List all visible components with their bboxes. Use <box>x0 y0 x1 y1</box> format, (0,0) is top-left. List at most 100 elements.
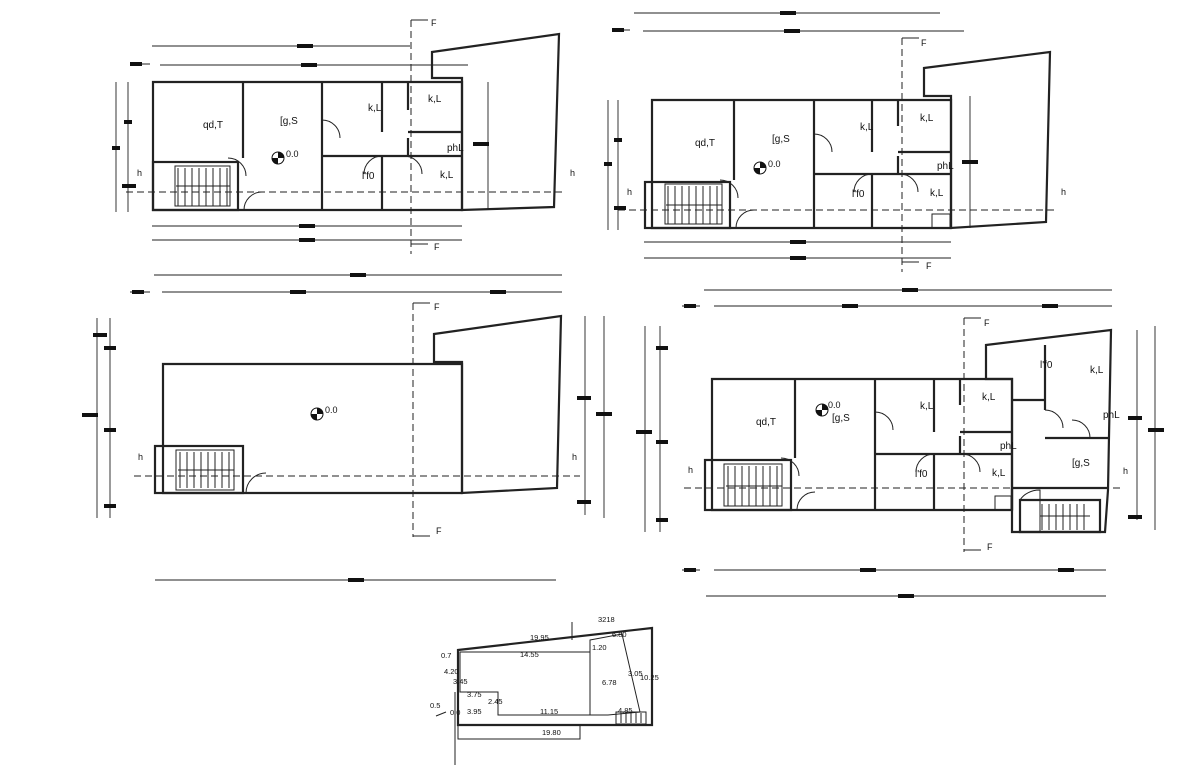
plan-4-room-label: qd,T <box>756 417 776 428</box>
plan-2-stair <box>643 180 732 230</box>
plan-2-interior-walls <box>732 100 951 228</box>
plan-3-level-marker: h <box>138 452 143 462</box>
plan-4-room-label: k,L <box>920 401 934 412</box>
site-plan-measure: 4.85 <box>618 706 633 715</box>
site-plan-measure: 6.78 <box>602 678 617 687</box>
plan-2-level-marker: h <box>1061 187 1066 197</box>
plan-2-level-marker: h <box>627 187 632 197</box>
plan-4-stair <box>703 458 793 512</box>
plan-2-section-marker: F <box>921 38 927 48</box>
plan-4-room-label: k,L <box>1090 365 1104 376</box>
plan-1: qd,T [g,S k,L k,L phL l'f0 k,L 0.0 F F h… <box>112 18 575 254</box>
plan-1-room-label: qd,T <box>203 120 223 131</box>
plan-3-stair <box>153 444 245 495</box>
plan-2-doors <box>719 133 919 229</box>
plan-1-yard-hatch <box>430 32 561 212</box>
plan-1-room-label: k,L <box>428 94 442 105</box>
site-plan-measure: 3.05 <box>628 669 643 678</box>
plan-1-room-label: l'f0 <box>362 171 375 182</box>
plan-4-level-mark-icon <box>815 403 829 417</box>
plan-4-room-label: l'f0 <box>1040 360 1053 371</box>
plan-2: qd,T [g,S k,L k,L phL l'f0 k,L 0.0 F F h… <box>604 11 1066 272</box>
plan-4-house-hatch <box>710 377 1014 512</box>
site-plan-outline <box>456 626 654 727</box>
site-plan-main-hatch <box>459 651 591 716</box>
site-plan-measure: 0.0 <box>450 708 460 717</box>
plan-4-room-label: [g,S <box>1072 458 1090 469</box>
site-plan-measure: 3.95 <box>467 707 482 716</box>
plan-2-room-label: qd,T <box>695 138 715 149</box>
plan-1-section-marker: F <box>434 242 440 252</box>
plan-2-room-label: l'f0 <box>852 189 865 200</box>
plan-4: qd,T [g,S k,L k,L phL l'f0 k,L l'f0 k,L … <box>636 288 1164 598</box>
plan-4-dimension-lines <box>644 289 1156 597</box>
site-plan-measure: 3.75 <box>467 690 482 699</box>
site-plan-measure: 11.15 <box>540 707 558 716</box>
plan-4-room-label: phL <box>1103 410 1120 421</box>
plan-2-room-label: [g,S <box>772 134 790 145</box>
site-plan-measure: 19.95 <box>530 633 549 642</box>
plan-4-room-label: k,L <box>982 392 996 403</box>
plan-1-room-label: [g,S <box>280 116 298 127</box>
site-plan-measure: 3218 <box>598 615 615 624</box>
plan-2-level-mark-icon <box>753 161 767 175</box>
site-plan-measure: 0.5 <box>430 701 440 710</box>
plan-4-interior-walls <box>793 345 1108 510</box>
plan-1-interior-walls <box>241 82 462 210</box>
plan-4-doors <box>780 409 1091 511</box>
plan-4-room-label: phL <box>1000 441 1017 452</box>
site-plan-lower-strip <box>457 724 581 740</box>
plan-1-stair-inner <box>174 165 231 207</box>
plan-1-room-label: k,L <box>368 103 382 114</box>
site-plan-stair <box>615 711 647 725</box>
plan-4-corner-block <box>994 495 1012 511</box>
plan-2-house-hatch <box>650 98 953 230</box>
plan-1-stair <box>151 160 240 212</box>
plan-3-yard-hatch <box>432 314 563 495</box>
plan-1-level-mark-icon <box>271 151 285 165</box>
site-plan-measure: 0.7 <box>441 651 451 660</box>
plan-2-room-label: k,L <box>930 188 944 199</box>
plan-4-level-value: 0.0 <box>828 400 841 410</box>
plan-4-annex-arc <box>1019 489 1041 533</box>
plan-1-room-label: k,L <box>440 170 454 181</box>
site-plan: 3218 19.95 6.80 14.55 1.20 0.7 4.20 3.45… <box>430 615 659 765</box>
site-plan-yard-hatch <box>589 633 641 716</box>
plan-4-level-marker: h <box>1123 466 1128 476</box>
plan-4-room-label: [g,S <box>832 413 850 424</box>
site-plan-measure: 6.80 <box>612 630 627 639</box>
plan-2-room-label: k,L <box>860 122 874 133</box>
plan-3: 0.0 F F h h <box>82 273 612 582</box>
plan-3-section-marker: F <box>434 302 440 312</box>
plan-4-section-marker: F <box>984 318 990 328</box>
plan-2-level-value: 0.0 <box>768 159 781 169</box>
plan-1-level-value: 0.0 <box>286 149 299 159</box>
site-plan-measure: 10.25 <box>640 673 659 682</box>
plan-2-room-label: k,L <box>920 113 934 124</box>
plan-1-level-marker: h <box>570 168 575 178</box>
plan-2-yard-hatch <box>922 50 1052 230</box>
plan-4-level-marker: h <box>688 465 693 475</box>
plan-4-room-label: k,L <box>992 468 1006 479</box>
plan-2-room-label: phL <box>937 161 954 172</box>
site-plan-measure: 4.20 <box>444 667 459 676</box>
site-plan-measure: 3.45 <box>453 677 468 686</box>
plan-1-room-label: phL <box>447 143 464 154</box>
site-plan-measure: 19.80 <box>542 728 561 737</box>
plan-3-level-mark-icon <box>310 407 324 421</box>
plan-1-stair-treads <box>176 168 230 206</box>
site-plan-measure: 14.55 <box>520 650 539 659</box>
plan-4-section-marker: F <box>987 542 993 552</box>
plan-2-corner-block <box>931 213 951 229</box>
plan-2-section-marker: F <box>926 261 932 271</box>
plan-3-section-marker: F <box>436 526 442 536</box>
plan-1-doors <box>227 119 423 211</box>
plan-3-level-marker: h <box>572 452 577 462</box>
plan-4-room-label: l'f0 <box>915 469 928 480</box>
site-plan-measure: 1.20 <box>592 643 607 652</box>
site-plan-measure: 2.45 <box>488 697 503 706</box>
plan-1-section-marker: F <box>431 18 437 28</box>
plan-1-level-marker: h <box>137 168 142 178</box>
plan-3-level-value: 0.0 <box>325 405 338 415</box>
